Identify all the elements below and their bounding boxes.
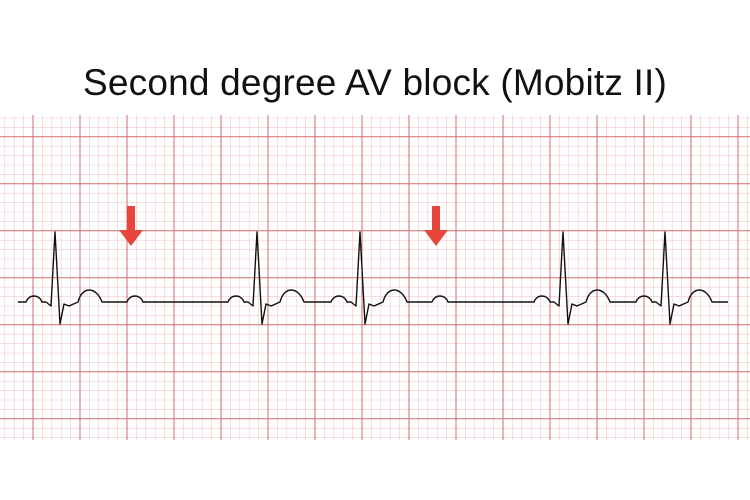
blocked-beat-arrows: [119, 206, 448, 246]
down-arrow-icon: [424, 206, 448, 246]
ecg-trace: [18, 231, 728, 325]
ecg-grid-major: [0, 115, 750, 440]
page-title: Second degree AV block (Mobitz II): [82, 62, 668, 103]
down-arrow-icon: [119, 206, 143, 246]
